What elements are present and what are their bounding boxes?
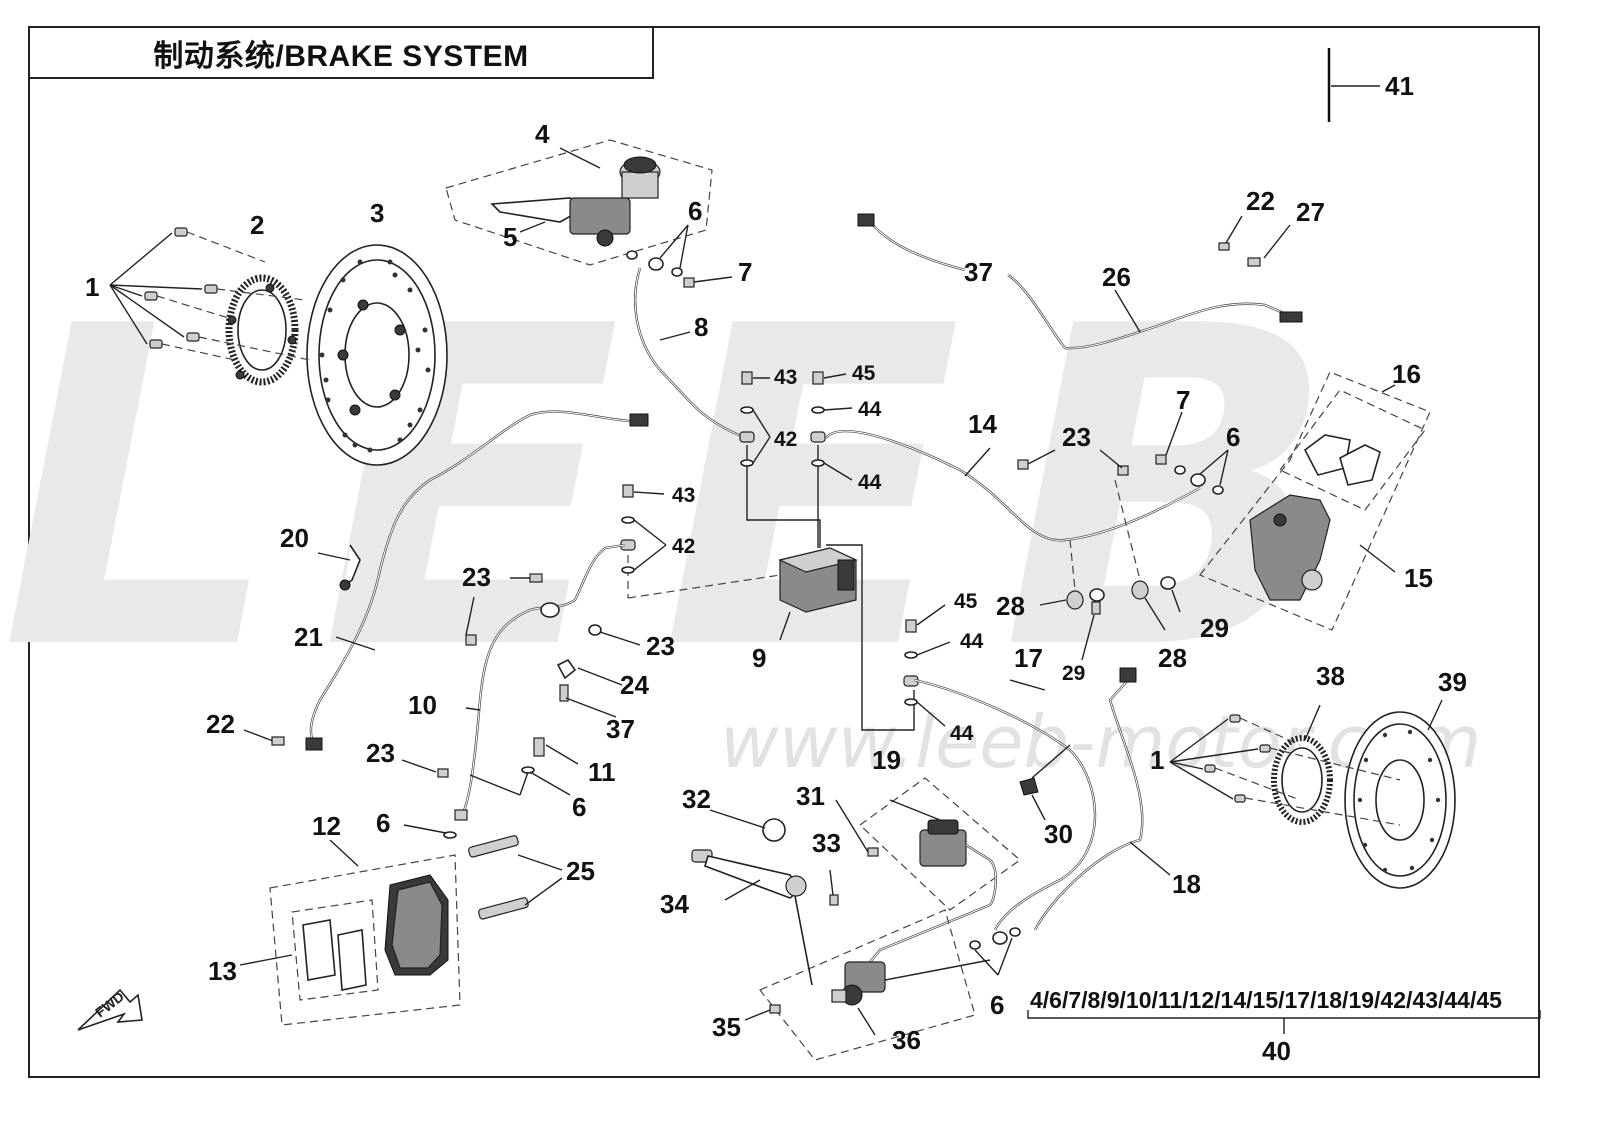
title-box: 制动系统/BRAKE SYSTEM [28,26,654,79]
label-30: 30 [1044,819,1073,849]
callout-labels: 1 2 3 4 5 6 6 7 8 37 26 22 27 43 45 44 4… [85,71,1502,1066]
label-38: 38 [1316,661,1345,691]
label-21: 21 [294,622,323,652]
label-14: 14 [968,409,997,439]
abs-fittings [620,371,951,727]
label-24: 24 [620,670,649,700]
label-20: 20 [280,523,309,553]
label-5: 5 [503,222,517,252]
front-disc-bolts [109,227,311,361]
rear-disc-bolts [1169,714,1401,826]
label-22b: 22 [206,709,235,739]
rear-hoses [913,667,1171,976]
abs-modulator [627,445,915,731]
watermark-logo: LEEB [0,300,1377,680]
front-caliper-bleeder [401,737,579,839]
rear-caliper [1199,371,1431,631]
front-abs-ring [225,274,299,386]
label-3: 3 [370,198,384,228]
front-brake-disc [306,244,448,466]
label-6b: 6 [1226,422,1240,452]
label-43a: 43 [774,366,797,389]
label-31: 31 [796,781,825,811]
label-37a: 37 [964,257,993,287]
label-32: 32 [682,784,711,814]
label-45a: 45 [852,362,876,385]
label-19: 19 [872,745,901,775]
label-16: 16 [1392,359,1421,389]
kit-bracket [1027,1010,1541,1034]
label-1b: 1 [1150,745,1164,775]
label-12: 12 [312,811,341,841]
label-37b: 37 [606,714,635,744]
label-23d: 23 [366,738,395,768]
hose-10 [460,543,641,816]
label-9: 9 [752,643,766,673]
label-4: 4 [535,119,550,149]
label-26: 26 [1102,262,1131,292]
label-6f: 6 [990,990,1004,1020]
upper-banjo-hardware [626,224,733,288]
label-1a: 1 [85,272,99,302]
part-30-clip [1019,744,1071,821]
rear-sensor-wire [857,213,1303,350]
label-34: 34 [660,889,689,919]
label-35: 35 [712,1012,741,1042]
label-44a: 44 [858,398,882,421]
label-28b: 28 [1158,643,1187,673]
part-41-rod [1327,48,1380,122]
page-title: 制动系统/BRAKE SYSTEM [153,39,529,73]
label-29b: 29 [1062,662,1085,685]
label-10: 10 [408,690,437,720]
label-11: 11 [588,757,616,787]
front-master-cylinder [445,139,713,266]
label-36: 36 [892,1025,921,1055]
label-7b: 7 [1176,385,1190,415]
label-7a: 7 [738,257,752,287]
label-44b: 44 [858,471,882,494]
label-27: 27 [1296,197,1325,227]
brake-pedal [691,809,876,1036]
label-29a: 29 [1200,613,1229,643]
label-42a: 42 [774,428,797,451]
label-23a: 23 [1062,422,1091,452]
hose-14 [825,430,1201,542]
label-40: 40 [1262,1036,1291,1066]
label-28a: 28 [996,591,1025,621]
label-17: 17 [1014,643,1043,673]
front-caliper [239,835,563,1026]
label-15: 15 [1404,563,1433,593]
hose-8 [634,267,747,440]
label-6e: 6 [376,808,390,838]
label-44c: 44 [960,630,984,653]
label-8: 8 [694,312,708,342]
label-13: 13 [208,956,237,986]
label-23b: 23 [462,562,491,592]
rear-abs-ring [1271,704,1333,825]
label-39: 39 [1438,667,1467,697]
label-45b: 45 [954,590,978,613]
label-2: 2 [250,210,264,240]
front-sensor-wire [243,410,649,751]
label-33: 33 [812,828,841,858]
label-23c: 23 [646,631,675,661]
diagram-frame [28,26,1540,1078]
label-22a: 22 [1246,186,1275,216]
kit-parts-list: 4/6/7/8/9/10/11/12/14/15/17/18/19/42/43/… [1030,987,1502,1013]
label-41: 41 [1385,71,1414,101]
label-44d: 44 [950,722,974,745]
label-6d: 6 [572,792,586,822]
part-20-clip [317,544,361,591]
label-42b: 42 [672,535,695,558]
label-6a: 6 [688,196,702,226]
rear-brake-disc [1344,699,1456,889]
fwd-arrow: FWD [77,988,143,1031]
label-43b: 43 [672,484,695,507]
mount-grommets [1017,449,1181,661]
rear-master-cylinder [759,777,1021,1061]
label-18: 18 [1172,869,1201,899]
label-25: 25 [566,856,595,886]
rear-caliper-hardware [1155,411,1229,495]
